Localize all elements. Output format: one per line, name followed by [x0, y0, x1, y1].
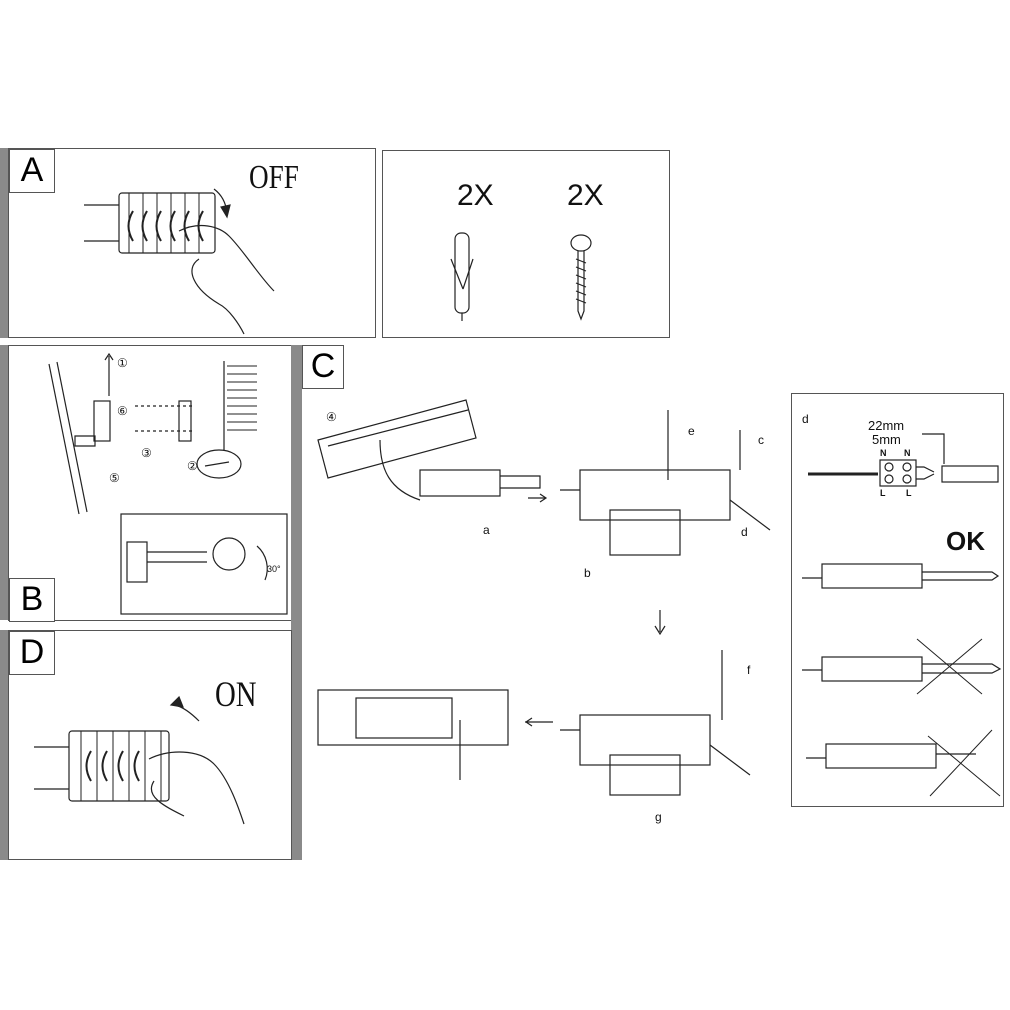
- step-5: ⑤: [109, 471, 120, 485]
- panel-b: ① ② ③ ⑤ ⑥ 30° B: [8, 345, 292, 622]
- wire-strip-length: 5mm: [872, 432, 901, 447]
- panel-divider: [291, 345, 302, 860]
- substep-d: d: [741, 525, 748, 539]
- correct-wiring: [802, 563, 1000, 589]
- on-text: ON: [215, 674, 257, 714]
- substep-f: f: [747, 663, 751, 677]
- step-6: ⑥: [117, 404, 128, 418]
- live-label-2: L: [906, 488, 912, 498]
- panel-edge: [0, 148, 8, 338]
- panel-edge: [0, 345, 8, 620]
- incorrect-wiring-1: [802, 638, 1002, 695]
- panel-a-label: A: [9, 149, 55, 193]
- breaker-on-illustration: [34, 695, 245, 825]
- panel-b-label: B: [9, 578, 55, 622]
- step-1: ①: [117, 356, 128, 370]
- incorrect-wiring-2: [806, 729, 1001, 797]
- breaker-off-illustration: [84, 188, 275, 335]
- wiring-detail-panel: d 22mm 5mm N N L L OK: [791, 393, 1004, 807]
- screw-quantity: 2X: [567, 179, 604, 212]
- step-2: ②: [187, 459, 198, 473]
- detail-label: d: [802, 412, 809, 426]
- substep-a: a: [483, 523, 490, 537]
- hardware-panel: 2X 2X: [382, 150, 670, 338]
- strip-length: 22mm: [868, 418, 905, 433]
- panel-c-label: C: [302, 345, 344, 389]
- wall-anchor-icon: [450, 232, 474, 321]
- substep-g: g: [655, 810, 662, 824]
- angle-label: 30°: [267, 564, 281, 574]
- substep-c: c: [758, 433, 764, 447]
- live-label-1: L: [880, 488, 886, 498]
- panel-d-label: D: [9, 631, 55, 675]
- off-text: OFF: [249, 159, 299, 196]
- screw-icon: [570, 234, 592, 321]
- wall-mount-illustration: [48, 352, 288, 615]
- step-4: ④: [326, 410, 337, 424]
- substep-b: b: [584, 566, 591, 580]
- neutral-label-1: N: [880, 448, 887, 458]
- anchor-quantity: 2X: [457, 179, 494, 212]
- neutral-label-2: N: [904, 448, 911, 458]
- step-3: ③: [141, 446, 152, 460]
- ok-text: OK: [946, 526, 985, 556]
- panel-d: D ON: [8, 630, 292, 860]
- substep-e: e: [688, 424, 695, 438]
- panel-edge: [0, 630, 8, 860]
- panel-a: A OFF: [8, 148, 376, 338]
